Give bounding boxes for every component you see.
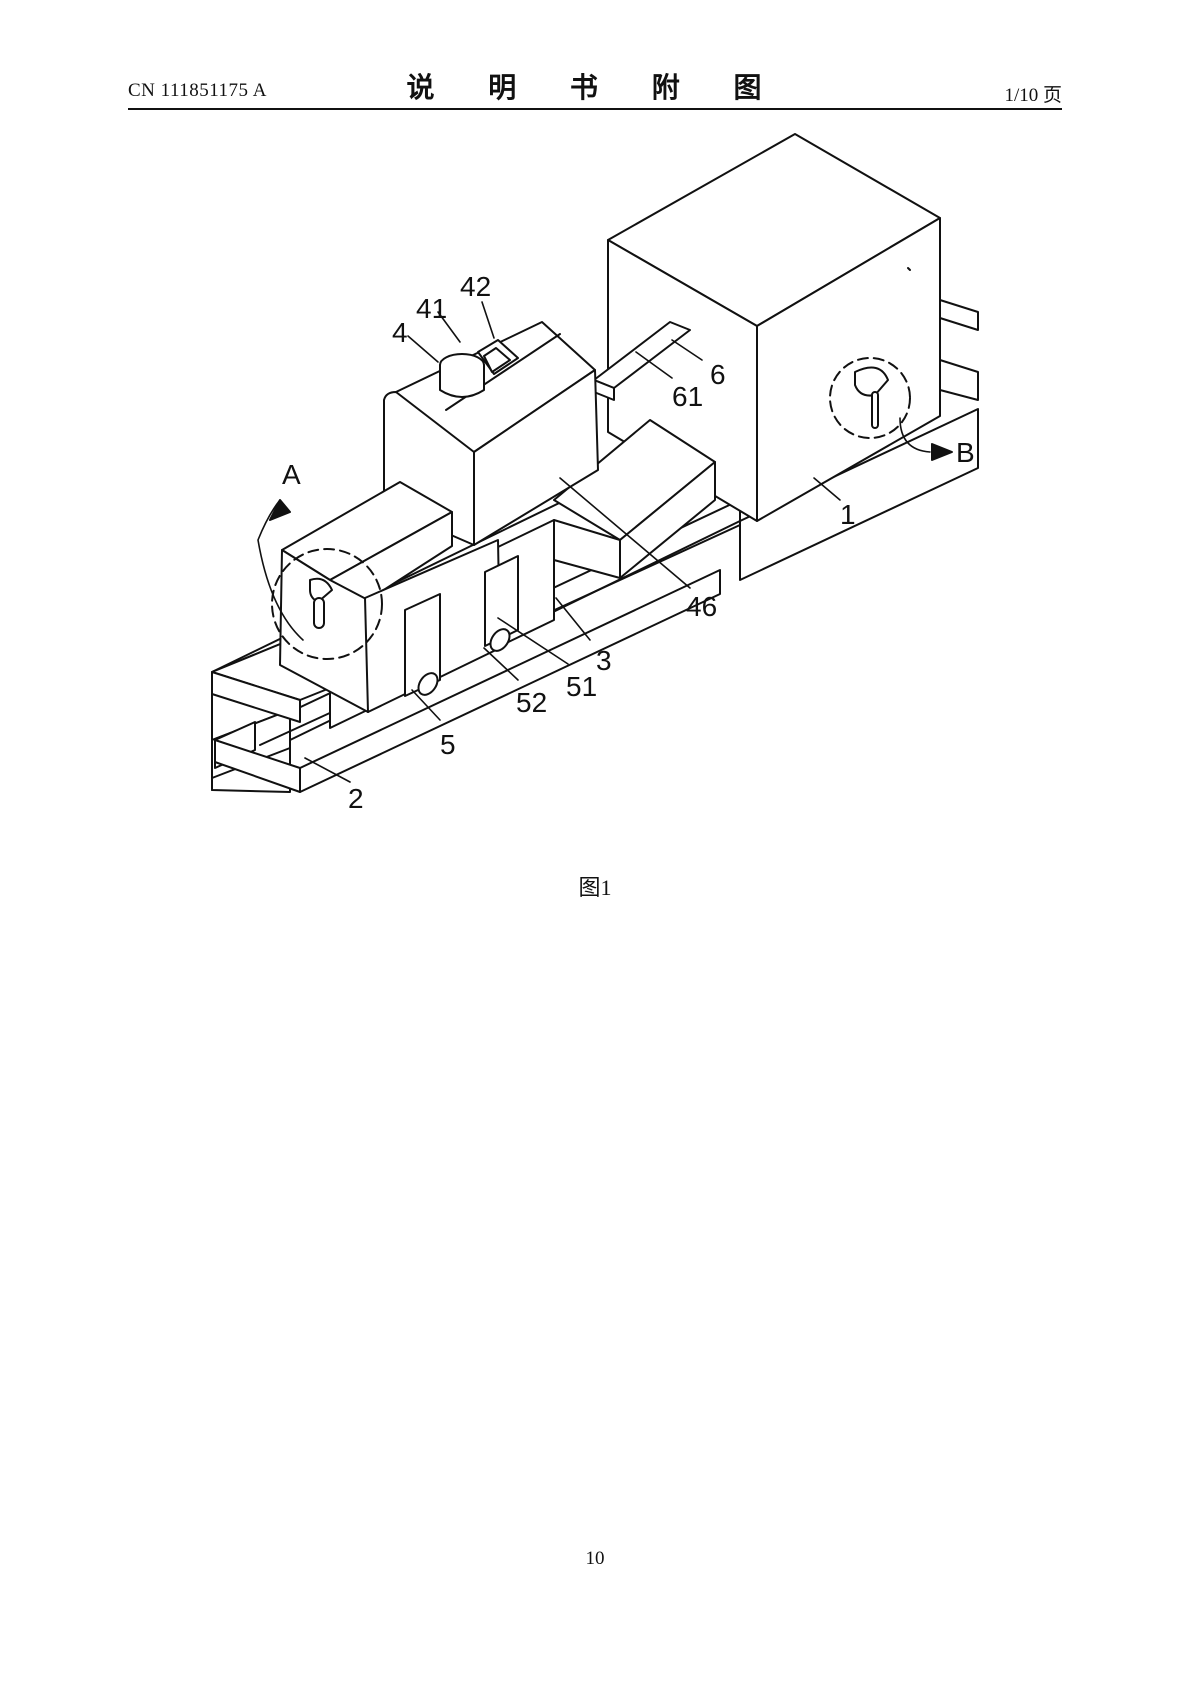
guide-bar: [593, 321, 691, 401]
reference-numerals: 1 2 3 4 41 42 46 5 51 52 6 61 A B: [282, 271, 975, 814]
carriage-body: [383, 321, 599, 546]
patent-number: CN 111851175 A: [128, 80, 267, 101]
label-B: B: [956, 437, 975, 468]
detail-hardware: [309, 366, 889, 629]
label-41: 41: [416, 293, 447, 324]
label-52: 52: [516, 687, 547, 718]
page-number: 10: [585, 1548, 605, 1569]
top-knob: [439, 339, 519, 398]
label-6: 6: [710, 359, 726, 390]
label-5: 5: [440, 729, 456, 760]
leader-lines: [257, 301, 931, 783]
label-2: 2: [348, 783, 364, 814]
detail-circles: [271, 357, 911, 660]
label-4: 4: [392, 317, 408, 348]
arrowheads: [269, 443, 953, 521]
front-wedge: [279, 481, 519, 713]
label-1: 1: [840, 499, 856, 530]
figure-caption: 图1: [578, 875, 612, 900]
section-title: 说 明 书 附 图: [406, 71, 784, 104]
label-61: 61: [672, 381, 703, 412]
label-51: 51: [566, 671, 597, 702]
page-of: 1/10 页: [1004, 85, 1062, 106]
label-A: A: [282, 459, 301, 490]
label-46: 46: [686, 591, 717, 622]
rollers: [417, 628, 511, 696]
label-42: 42: [460, 271, 491, 302]
label-3: 3: [596, 645, 612, 676]
header-divider: [128, 108, 1062, 110]
